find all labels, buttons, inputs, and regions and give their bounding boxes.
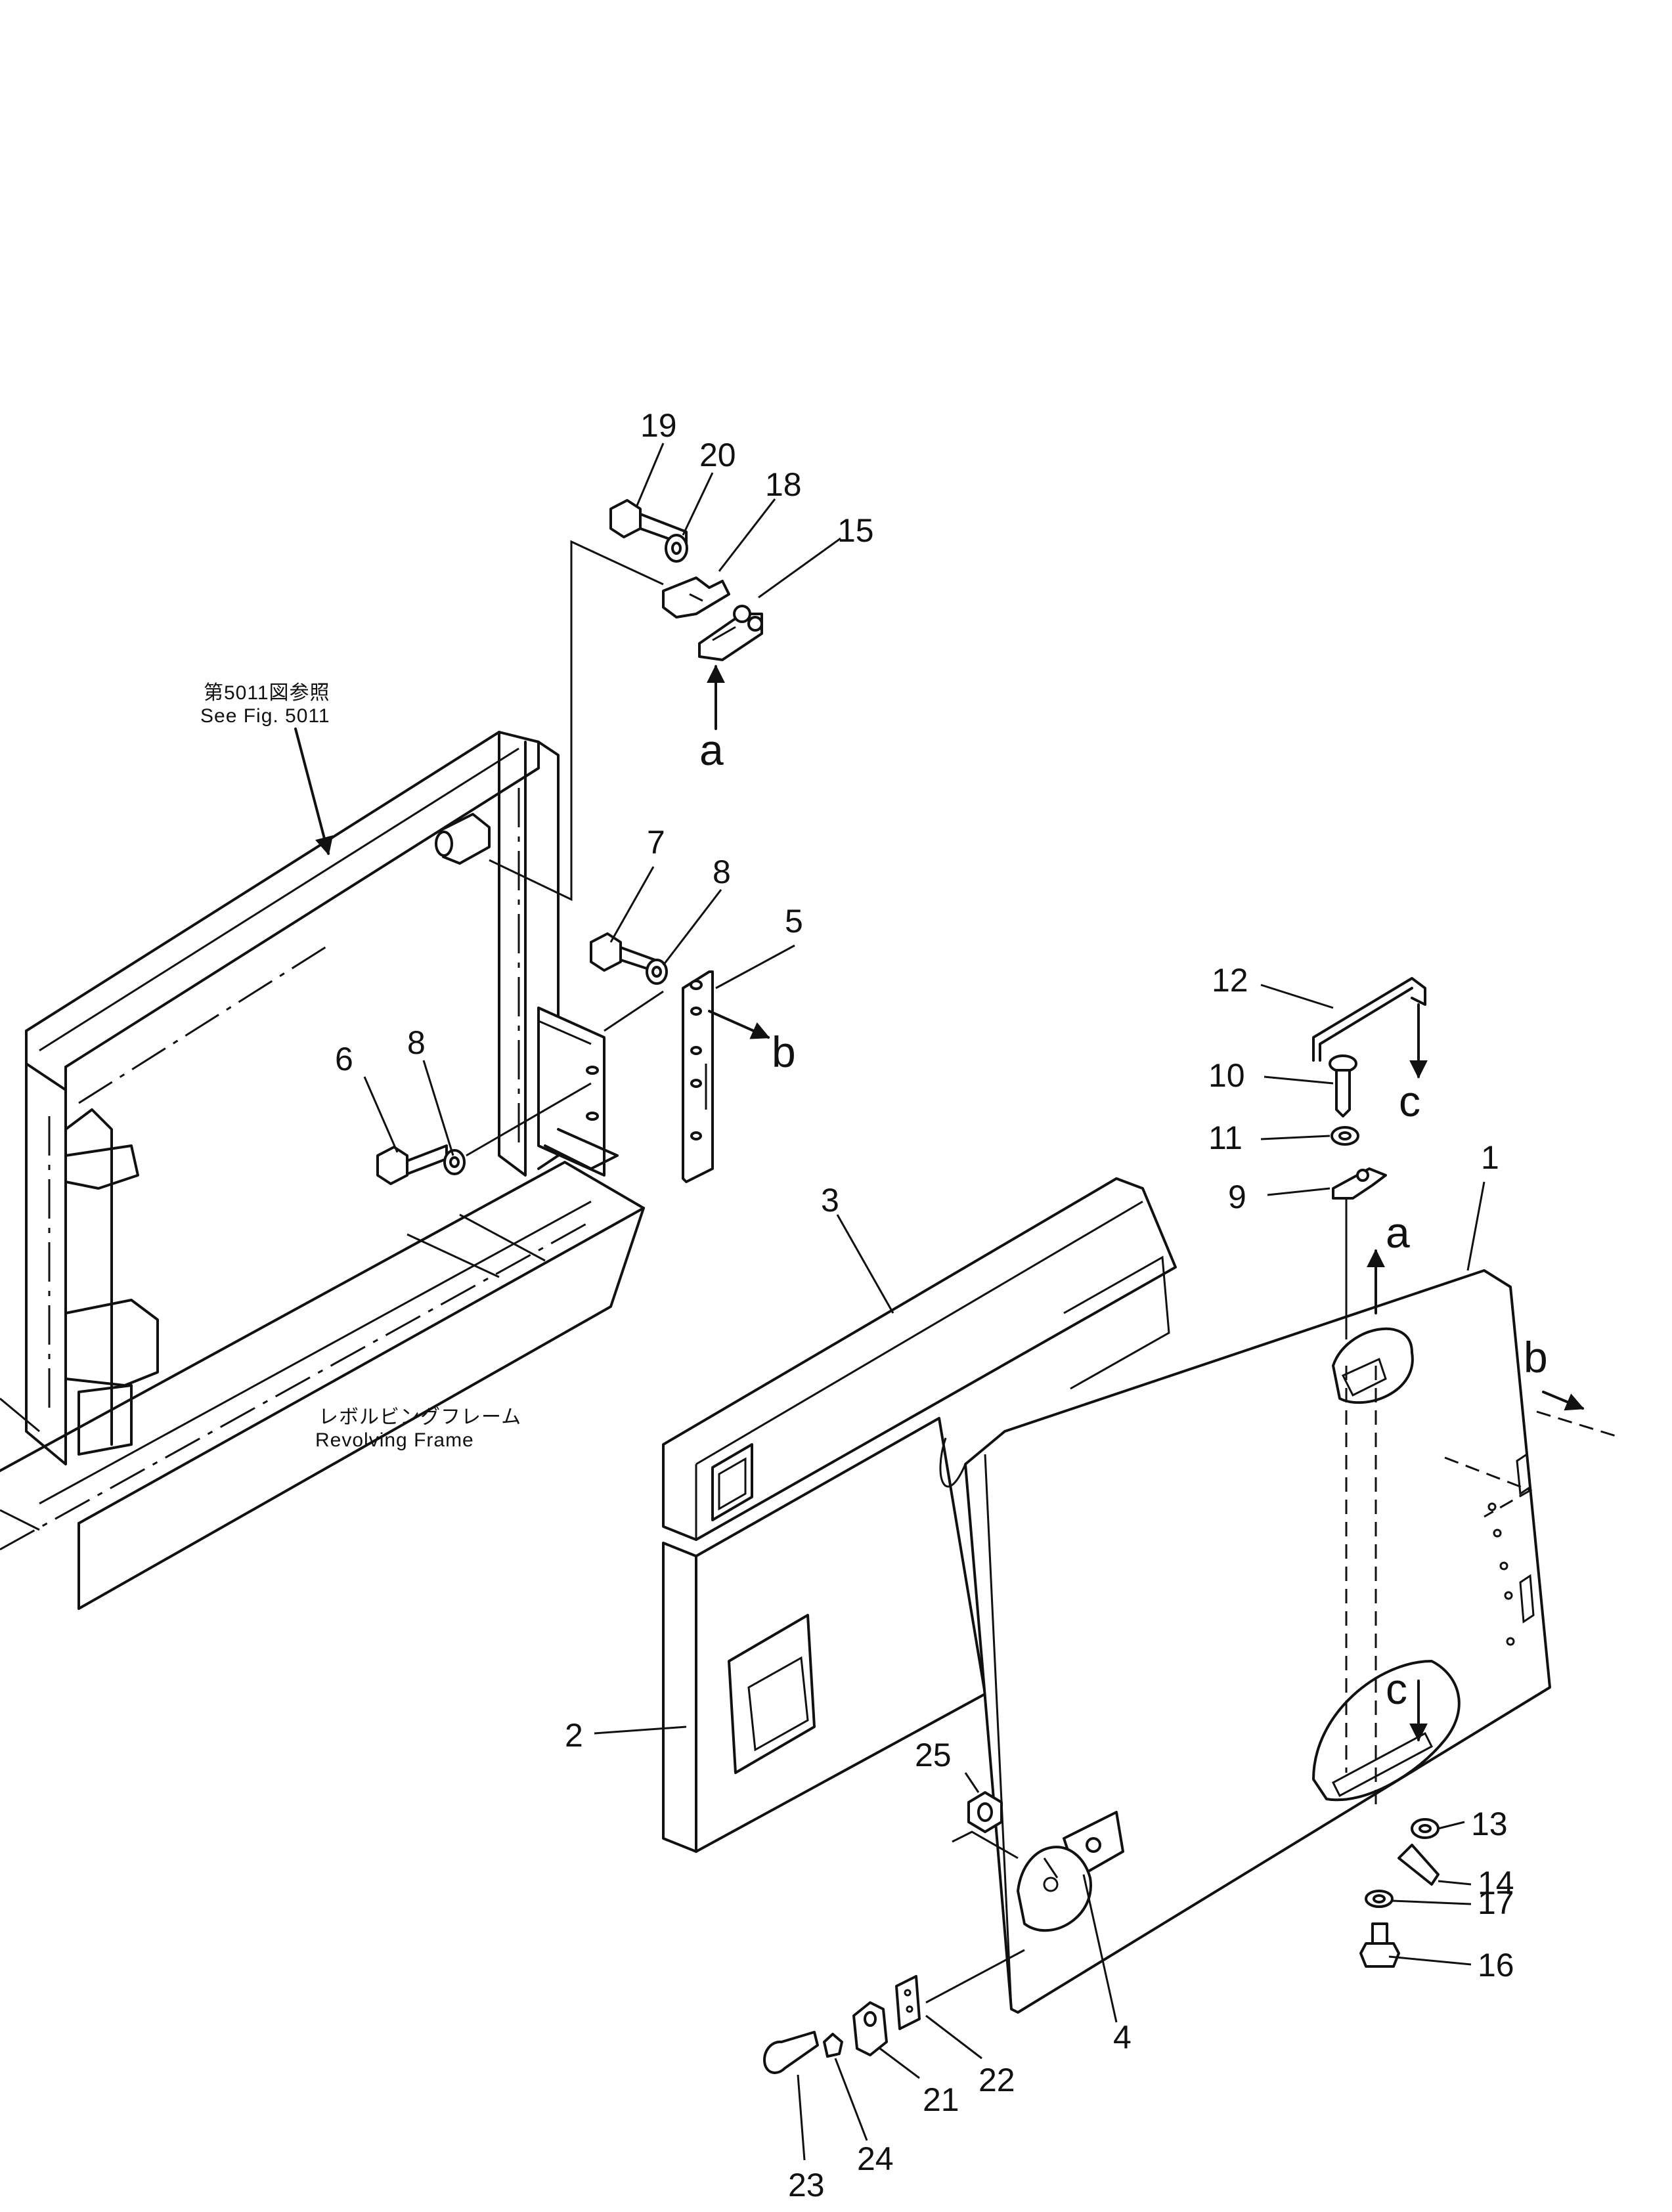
callout-25: 25 [915,1737,952,1773]
callout-19: 19 [640,407,677,444]
callout-8a: 8 [713,854,731,890]
callout-7: 7 [647,824,665,861]
hinge-assembly [376,932,770,1185]
callout-20: 20 [699,437,736,473]
bottom-fasteners [763,1791,1025,2074]
frame-label-en: Revolving Frame [315,1429,474,1451]
view-mark-c-top: c [1399,1077,1420,1125]
callout-24: 24 [857,2140,894,2177]
callout-8b: 8 [407,1024,426,1061]
callout-16: 16 [1478,1947,1514,1984]
view-mark-a-top: a [699,726,724,774]
door-panel-lower [662,1417,986,1853]
callout-leaders [363,443,1485,2161]
callout-6: 6 [335,1041,353,1077]
lower-fasteners [1359,1818,1440,1968]
callout-17: 17 [1478,1884,1514,1921]
callout-4: 4 [1113,2019,1132,2056]
fig-ref-jp: 第5011図参照 [204,682,330,704]
callout-13: 13 [1471,1806,1508,1842]
callout-labels: 1 2 3 4 5 6 7 8 8 9 10 11 12 13 14 15 16… [200,407,1548,2203]
callout-12: 12 [1212,962,1248,999]
callout-10: 10 [1208,1057,1245,1094]
door-panel-upper [662,1177,1177,1541]
callout-22: 22 [979,2062,1015,2098]
callout-14: 14 [1478,1865,1514,1901]
callout-1: 1 [1481,1139,1499,1176]
callout-2: 2 [565,1717,583,1754]
callout-21: 21 [923,2081,959,2118]
fig-ref-en: See Fig. 5011 [200,705,330,727]
revolving-frame [0,727,645,1610]
callout-18: 18 [765,466,802,503]
callout-9: 9 [1228,1179,1246,1215]
door-panel-main [939,1269,1623,2014]
view-mark-c-door: c [1386,1664,1407,1713]
callout-15: 15 [837,512,874,549]
callout-23: 23 [788,2167,825,2203]
latch-rod-assembly [1312,977,1585,1742]
view-mark-b-mid: b [772,1028,796,1076]
callout-3: 3 [821,1182,839,1219]
view-mark-a-door: a [1386,1208,1410,1257]
callout-5: 5 [785,903,803,940]
upper-latch-assembly [609,499,763,730]
callout-11: 11 [1208,1119,1243,1156]
view-mark-b-door: b [1524,1333,1548,1381]
frame-label-jp: レボルビングフレーム [319,1406,521,1428]
